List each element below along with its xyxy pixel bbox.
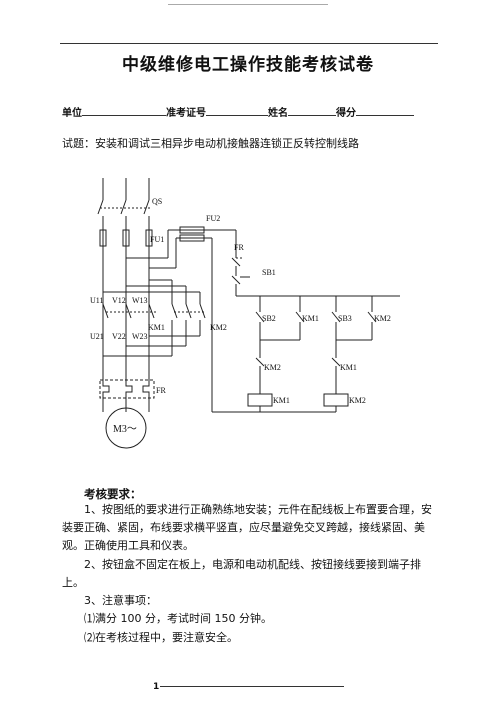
requirement-3-1: ⑴满分 100 分，考试时间 150 分钟。 (84, 612, 272, 625)
ticket-label: 准考证号 (166, 108, 206, 119)
requirements-title: 考核要求： (84, 487, 142, 501)
sb2-label: SB2 (262, 314, 276, 323)
question-text: 试题：安装和调试三相异步电动机接触器连锁正反转控制线路 (62, 137, 359, 150)
w13-label: W13 (132, 296, 148, 305)
page-title: 中级维修电工操作技能考核试卷 (122, 55, 374, 75)
km1-aux-label: KM1 (302, 314, 319, 323)
requirement-3: 3、注意事项： (84, 594, 157, 607)
score-label: 得分 (336, 108, 356, 119)
name-label: 姓名 (268, 108, 288, 119)
qs-label: QS (152, 197, 162, 206)
top-thin-rule (168, 4, 328, 5)
km1-nc-label: KM1 (340, 363, 357, 372)
info-fields: 单位 准考证号 姓名 得分 (62, 104, 414, 119)
km1-main-label: KM1 (148, 323, 165, 332)
u11-label: U11 (90, 296, 103, 305)
header-rule (60, 43, 438, 44)
page-number: 1 (153, 682, 160, 692)
v22-label: V22 (112, 332, 126, 341)
sb3-label: SB3 (338, 314, 352, 323)
score-blank (356, 105, 414, 116)
sb1-label: SB1 (262, 268, 276, 277)
unit-blank (82, 105, 166, 116)
fu2-label: FU2 (206, 214, 220, 223)
name-blank (288, 105, 336, 116)
km2-coil-label: KM2 (349, 396, 366, 405)
w23-label: W23 (132, 332, 148, 341)
km2-aux-label: KM2 (374, 314, 391, 323)
u21-label: U21 (90, 332, 104, 341)
circuit-diagram: QS FU1 FU2 FR SB1 SB2 KM1 SB3 KM2 KM2 KM… (90, 178, 400, 449)
motor-label: M3～ (113, 424, 137, 435)
requirement-1: 1、按图纸的要求进行正确熟练地安装；元件在配线板上布置要合理，安装要正确、紧固，… (62, 503, 432, 552)
requirement-2: 2、按钮盒不固定在板上，电源和电动机配线、按钮接线要接到端子排上。 (62, 558, 421, 589)
requirement-3-2: ⑵在考核过程中，要注意安全。 (84, 631, 238, 644)
fr-ctrl-label: FR (234, 243, 244, 252)
km2-main-label: KM2 (210, 323, 227, 332)
fr-main-label: FR (156, 386, 166, 395)
unit-label: 单位 (62, 108, 82, 119)
km2-nc-label: KM2 (264, 363, 281, 372)
fu1-label: FU1 (150, 235, 164, 244)
km1-coil-label: KM1 (273, 396, 290, 405)
ticket-blank (206, 105, 268, 116)
footer-rule (160, 686, 344, 687)
v12-label: V12 (112, 296, 126, 305)
